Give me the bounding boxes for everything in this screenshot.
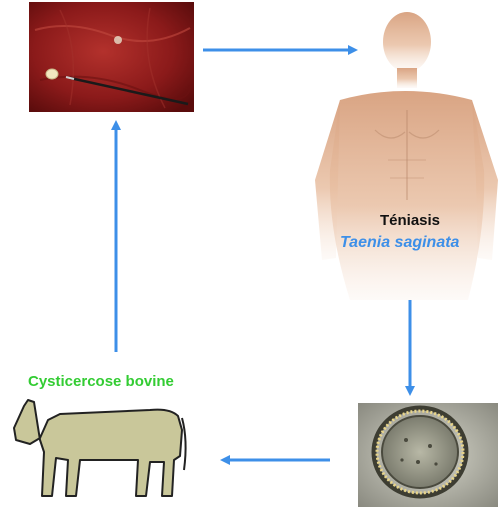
cow-icon (14, 400, 186, 496)
human-disease-label: Téniasis (380, 212, 440, 229)
human-torso-icon (315, 12, 498, 300)
cow-disease-label: Cysticercose bovine (28, 373, 174, 390)
taenia-egg-microscopy-icon (358, 403, 498, 507)
infected-beef-meat-icon (29, 2, 194, 112)
human-species-label: Taenia saginata (340, 234, 459, 252)
